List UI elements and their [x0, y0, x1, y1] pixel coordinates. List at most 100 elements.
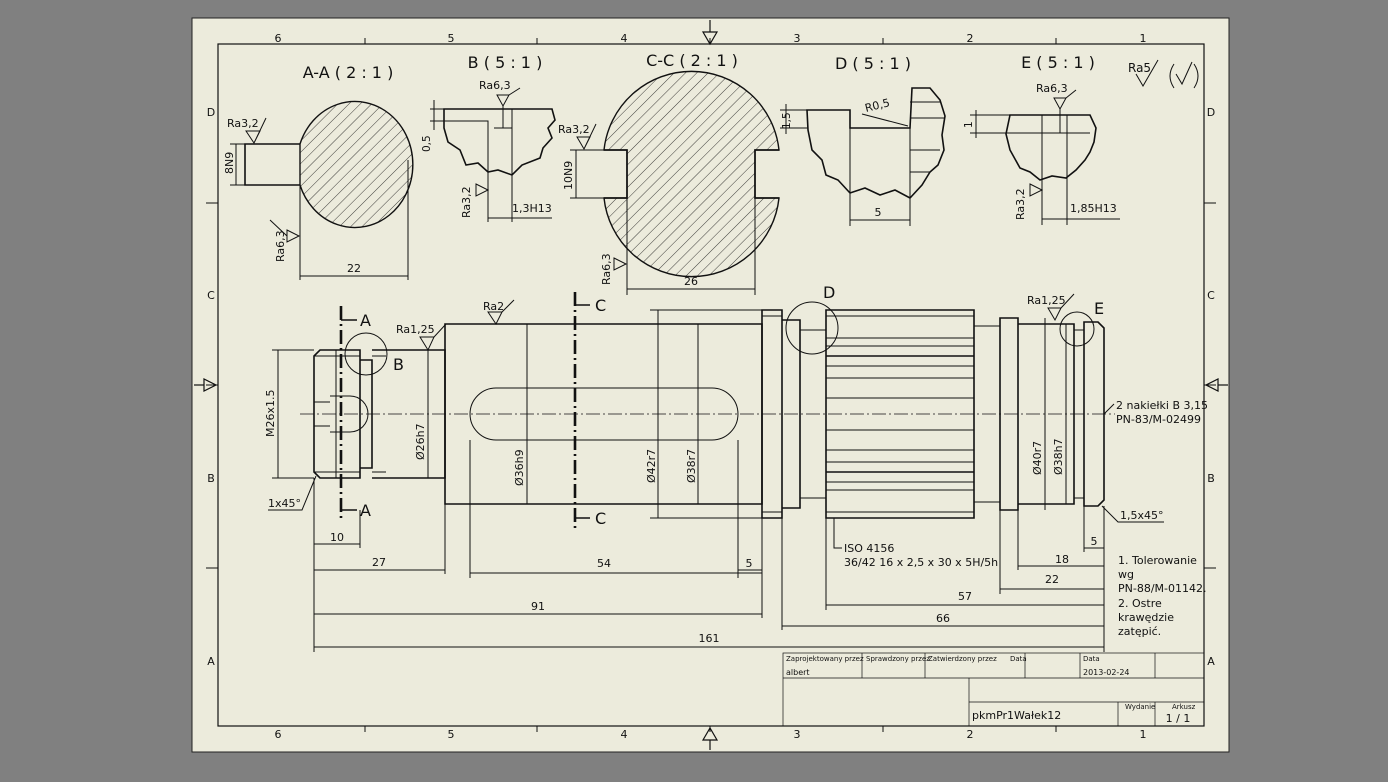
zone-number: 3 — [794, 32, 801, 45]
title-block: Zaprojektowany przez Sprawdzony przez Za… — [782, 652, 1205, 727]
radius-label: R0,5 — [864, 96, 892, 115]
zone-letter: B — [207, 472, 215, 485]
detail-marker: D — [823, 283, 835, 302]
roughness-label: Ra3,2 — [227, 117, 259, 130]
chamfer-label: 1x45° — [268, 497, 301, 510]
title-block-label: Zaprojektowany przez — [786, 655, 864, 663]
hatched-section — [603, 70, 780, 278]
zone-number: 4 — [621, 32, 628, 45]
key-width-label: 10N9 — [562, 161, 575, 190]
zone-letter: A — [1207, 655, 1215, 668]
zone-number: 1 — [1140, 32, 1147, 45]
cut-label: C — [595, 509, 606, 528]
detail-marker: E — [1094, 299, 1104, 318]
roughness-label: Ra3,2 — [460, 186, 473, 218]
dim-label: 10 — [330, 531, 344, 544]
zone-number: 2 — [967, 32, 974, 45]
section-aa: A-A ( 2 : 1 ) 8N9 22 Ra3,2 Ra6,3 — [223, 63, 414, 280]
spline-spec: 36/42 16 x 2,5 x 30 x 5H/5h — [844, 556, 998, 569]
dim-label: 26 — [684, 275, 698, 288]
dim-label: 27 — [372, 556, 386, 569]
depth-label: 0,5 — [421, 135, 433, 152]
zone-number: 6 — [275, 728, 282, 741]
note-line: PN-88/M-01142. — [1118, 582, 1206, 595]
width-label: 1,85H13 — [1070, 202, 1117, 215]
roughness-label: Ra5 — [1128, 61, 1151, 75]
title-block-label: Zatwierdzony przez — [928, 655, 997, 663]
detail-title: B ( 5 : 1 ) — [468, 53, 543, 72]
dim-label: 18 — [1055, 553, 1069, 566]
dim-label: 91 — [531, 600, 545, 613]
roughness-label: Ra3,2 — [558, 123, 590, 136]
width-label: 1,3H13 — [512, 202, 552, 215]
zone-letter: D — [1207, 106, 1215, 119]
drawing-date: 2013-02-24 — [1083, 668, 1130, 677]
zone-number: 5 — [448, 32, 455, 45]
dim-label: Ø42r7 — [645, 449, 658, 483]
dim-label: Ø40r7 — [1031, 441, 1044, 475]
dim-label: 22 — [1045, 573, 1059, 586]
roughness-label: Ra1,25 — [1027, 294, 1066, 307]
note-label: PN-83/M-02499 — [1116, 413, 1201, 426]
zone-number: 2 — [967, 728, 974, 741]
cut-label: C — [595, 296, 606, 315]
general-roughness-symbol: Ra5 — [1128, 59, 1199, 89]
section-title: C-C ( 2 : 1 ) — [646, 51, 738, 70]
detail-b: B ( 5 : 1 ) 0,5 1,3H13 Ra6,3 Ra3,2 — [421, 53, 556, 222]
key-width-label: 8N9 — [223, 152, 236, 174]
dim-label: 5 — [1091, 535, 1098, 548]
drawing-name: pkmPr1Wałek12 — [972, 709, 1061, 722]
sheet-number: 1 / 1 — [1166, 712, 1191, 725]
detail-d: D ( 5 : 1 ) 1,5 5 R0,5 — [780, 54, 946, 226]
roughness-label: Ra6,3 — [274, 230, 287, 262]
zone-letter: B — [1207, 472, 1215, 485]
title-block-label: Sprawdzony przez — [866, 655, 930, 663]
note-line: zatępić. — [1118, 625, 1161, 638]
title-block-label: Arkusz — [1172, 703, 1196, 711]
roughness-label: Ra6,3 — [479, 79, 511, 92]
dim-label: 22 — [347, 262, 361, 275]
roughness-label: Ra3,2 — [1014, 188, 1027, 220]
zone-number: 5 — [448, 728, 455, 741]
dim-label: 161 — [699, 632, 720, 645]
dim-label: 66 — [936, 612, 950, 625]
roughness-label: Ra2 — [483, 300, 504, 313]
cut-label: A — [360, 311, 371, 330]
dim-label: Ø36h9 — [513, 449, 526, 486]
spline-spec: ISO 4156 — [844, 542, 894, 555]
cut-label: A — [360, 501, 371, 520]
zone-letter: C — [207, 289, 215, 302]
section-title: A-A ( 2 : 1 ) — [303, 63, 394, 82]
dim-label: 5 — [746, 557, 753, 570]
note-line: 1. Tolerowanie — [1118, 554, 1197, 567]
dim-label: Ø38h7 — [1052, 438, 1065, 475]
note-line: 2. Ostre — [1118, 597, 1162, 610]
detail-e: E ( 5 : 1 ) 1 1,85H13 Ra6,3 Ra3,2 — [963, 53, 1120, 225]
title-block-label: Wydanie — [1125, 703, 1155, 711]
dim-label: Ø38r7 — [685, 449, 698, 483]
detail-title: E ( 5 : 1 ) — [1021, 53, 1095, 72]
depth-label: 1 — [963, 121, 975, 128]
centering-arrows — [194, 20, 1228, 750]
zone-letter: A — [207, 655, 215, 668]
note-line: krawędzie — [1118, 611, 1174, 624]
dim-label: Ø26h7 — [414, 423, 427, 460]
detail-title: D ( 5 : 1 ) — [835, 54, 911, 73]
note-line: wg — [1118, 568, 1134, 581]
detail-marker: B — [393, 355, 404, 374]
hatched-section — [299, 100, 414, 229]
roughness-label: Ra6,3 — [1036, 82, 1068, 95]
chamfer-label: 1,5x45° — [1120, 509, 1164, 522]
zone-number: 3 — [794, 728, 801, 741]
dim-label: M26x1.5 — [264, 390, 277, 438]
depth-label: 1,5 — [781, 112, 793, 129]
designer-name: albert — [786, 668, 810, 677]
dim-label: 54 — [597, 557, 611, 570]
shaft-main-view: A A C C B D E Ra1,25 Ra2 Ra1,25 M26x1.5 … — [264, 283, 1208, 652]
zone-number: 4 — [621, 728, 628, 741]
zone-labels: 6 5 4 3 2 1 6 5 4 3 2 1 D C B A D C B A — [207, 32, 1215, 741]
note-label: 2 nakiełki B 3,15 — [1116, 399, 1208, 412]
section-cc: C-C ( 2 : 1 ) 10N9 26 Ra3,2 Ra6,3 — [558, 51, 780, 295]
zone-letter: D — [207, 106, 215, 119]
